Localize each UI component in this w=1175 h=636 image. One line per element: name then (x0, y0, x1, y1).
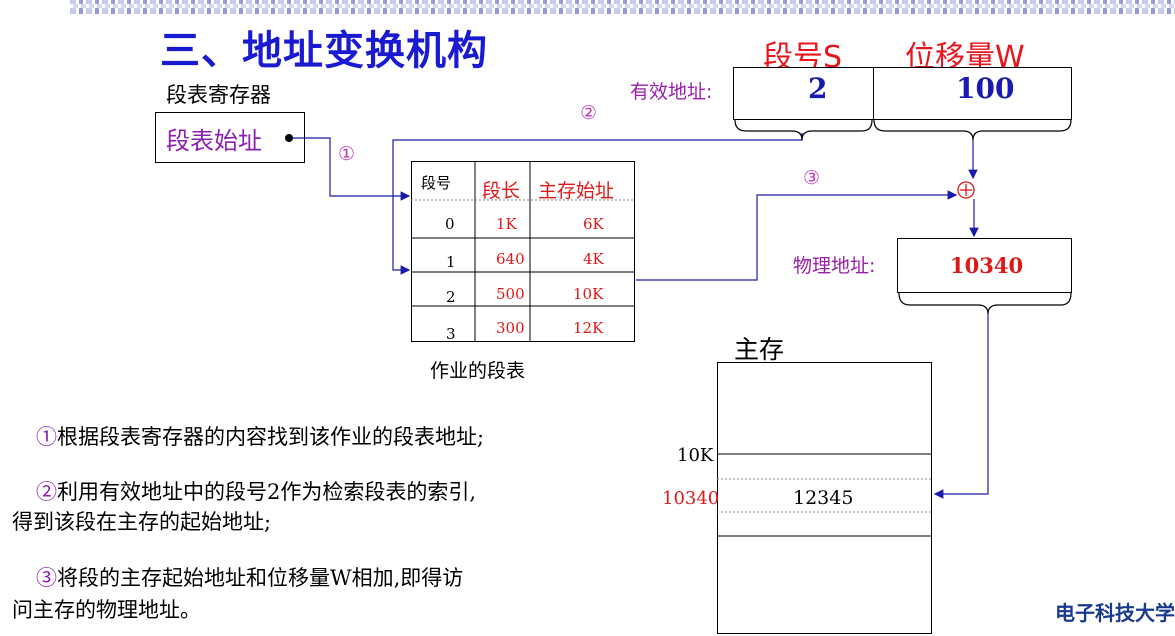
description-1-mark: ① (36, 425, 57, 449)
segment-table-row-0-len: 1K (496, 215, 517, 233)
segment-table-row-1-seg: 1 (446, 253, 456, 271)
physical-address-value: 10340 (950, 253, 1024, 278)
description-2-line-1: 利用有效地址中的段号2作为检索段表的索引, (57, 480, 477, 504)
step-1-arrow (293, 137, 411, 201)
description-3-line-2: 问主存的物理地址。 (12, 598, 201, 622)
main-memory-label: 主存 (734, 335, 785, 364)
effective-address-label: 有效地址: (630, 81, 713, 103)
segment-table-row-2-seg: 2 (446, 288, 456, 306)
segment-table-row-0-start: 6K (583, 215, 604, 233)
main-memory-cell-value: 12345 (793, 487, 854, 509)
segment-table-row-1-len: 640 (496, 250, 525, 268)
description-1-line-1: 根据段表寄存器的内容找到该作业的段表地址; (57, 425, 485, 449)
step-3-arrow (636, 190, 958, 281)
header-decoration-band-inner (70, 4, 1175, 8)
physical-address-box (897, 238, 1072, 293)
physical-to-memory-arrow (933, 314, 989, 499)
segment-table-row-2-start: 10K (573, 285, 604, 303)
main-memory-partitions (717, 453, 932, 537)
effective-address-segment-box (733, 67, 874, 120)
effective-address-offset: 100 (956, 72, 1015, 105)
step-2-arrow (392, 133, 803, 275)
step-marker-3: ③ (803, 167, 821, 189)
physical-address-label: 物理地址: (793, 255, 876, 277)
segment-table-row-0-seg: 0 (445, 215, 455, 233)
step-marker-2: ② (580, 102, 598, 124)
description-3: ③将段的主存起始地址和位移量W相加,即得访 (36, 562, 463, 592)
segment-table-header-start: 主存始址 (538, 180, 615, 202)
main-memory-marker-10340: 10340 (662, 488, 720, 509)
register-pointer-dot (285, 134, 293, 142)
register-box (155, 112, 305, 163)
page-title: 三、地址变换机构 (160, 28, 488, 74)
main-memory-marker-10k: 10K (677, 445, 714, 466)
description-3-line-1: 将段的主存起始地址和位移量W相加,即得访 (57, 566, 464, 590)
segment-table-grid (411, 161, 635, 342)
description-1: ①根据段表寄存器的内容找到该作业的段表地址; (36, 421, 484, 451)
register-label: 段表寄存器 (166, 83, 271, 107)
segment-table-row-3-len: 300 (496, 319, 525, 337)
segment-table-row-3-start: 12K (573, 319, 604, 337)
segment-table (411, 161, 635, 342)
effective-address-offset-box (873, 67, 1072, 120)
segment-table-row-3-seg: 3 (446, 325, 456, 343)
adder-plus-icon (957, 181, 975, 199)
university-name: 电子科技大学 (1055, 601, 1175, 625)
description-3-mark: ③ (36, 566, 57, 590)
offset-brace (873, 119, 1072, 141)
segment-table-caption: 作业的段表 (430, 360, 526, 382)
step-marker-1: ① (338, 143, 356, 165)
segment-table-header-seg: 段号 (421, 174, 452, 192)
segment-table-row-2-len: 500 (496, 285, 525, 303)
description-2-mark: ② (36, 480, 57, 504)
register-content: 段表始址 (166, 127, 262, 155)
physical-brace (898, 292, 1072, 315)
segment-table-row-1-start: 4K (583, 250, 604, 268)
main-memory-box (717, 362, 932, 634)
description-2-line-2: 得到该段在主存的起始地址; (12, 510, 272, 534)
segment-brace (734, 119, 873, 141)
description-2: ②利用有效地址中的段号2作为检索段表的索引, (36, 476, 476, 506)
effective-address-segment: 2 (808, 72, 828, 105)
segment-table-header-len: 段长 (482, 180, 521, 202)
